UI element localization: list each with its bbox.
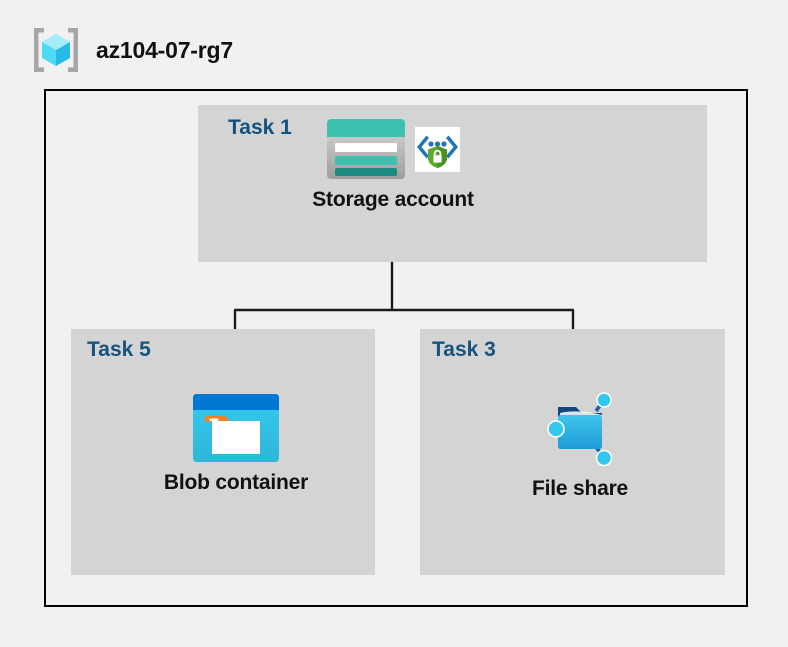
node-label-storage-account: Storage account [312,188,474,211]
file-share-icon-group [540,391,620,469]
file-share-icon [540,391,620,469]
task-label-3: Task 3 [432,338,496,361]
blob-container-icon-group [192,393,280,463]
storage-account-icon-group [326,118,460,180]
resource-group-title: az104-07-rg7 [96,36,233,63]
task-label-1: Task 1 [228,116,292,139]
blob-container-icon [192,393,280,463]
node-blob-container[interactable]: Blob container [146,393,326,495]
storage-account-icon [326,118,406,180]
node-storage-account[interactable]: Storage account [289,118,497,212]
resource-group-header: az104-07-rg7 [30,24,233,76]
node-label-blob-container: Blob container [163,471,309,494]
resource-group-boundary [44,89,748,607]
task-box-task-3[interactable]: Task 3 [420,329,725,575]
secure-transfer-icon [415,126,460,172]
task-label-5: Task 5 [87,338,151,361]
node-label-file-share: File share [531,477,629,500]
node-file-share[interactable]: File share [500,391,660,501]
resource-group-icon [30,24,82,76]
